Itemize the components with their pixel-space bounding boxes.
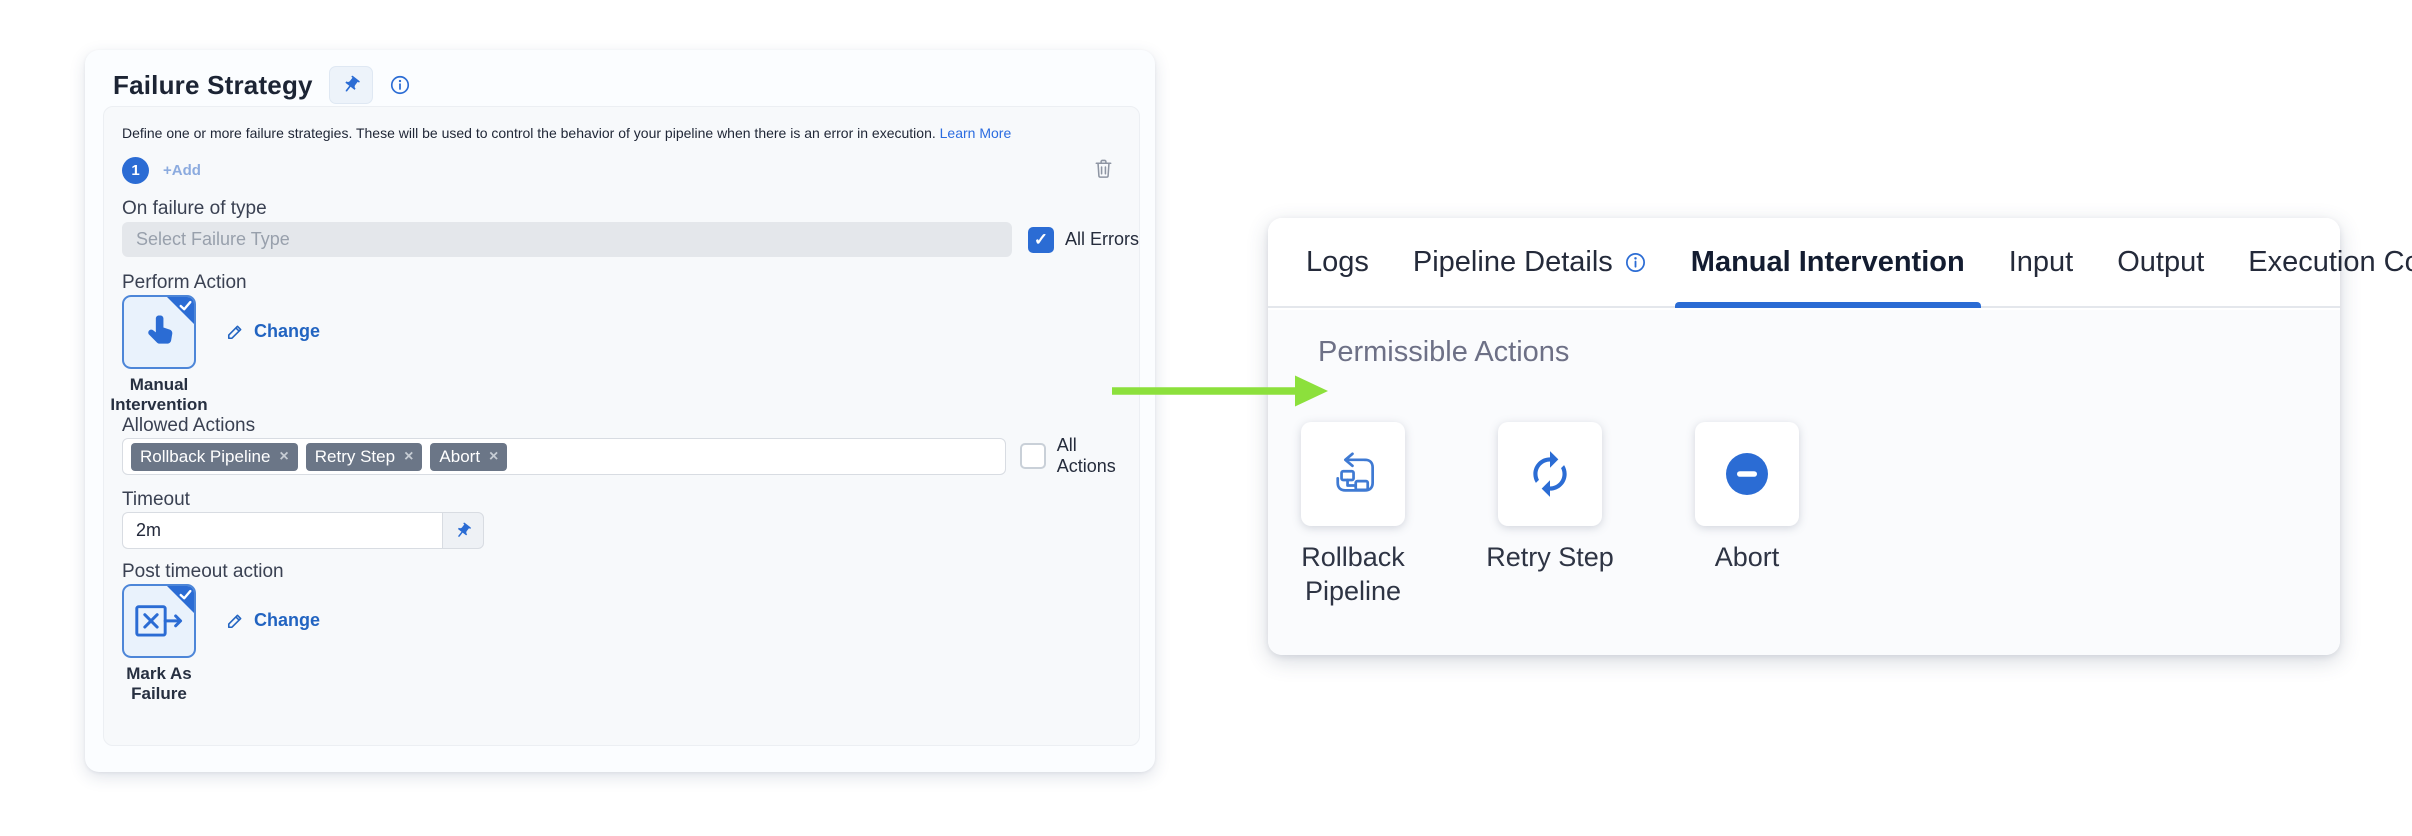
tab-output[interactable]: Output <box>2117 245 2205 278</box>
timeout-field <box>122 512 484 549</box>
action-label-retry-step: Retry Step <box>1486 542 1614 572</box>
action-card-abort[interactable] <box>1695 422 1799 526</box>
tab-manual-intervention[interactable]: Manual Intervention <box>1674 218 1981 308</box>
learn-more-link[interactable]: Learn More <box>939 125 1012 141</box>
info-icon <box>1625 252 1645 272</box>
retry-icon <box>1533 451 1567 497</box>
change-post-timeout-button[interactable]: Change <box>226 610 320 631</box>
timeout-label: Timeout <box>122 489 190 510</box>
edit-pencil-icon <box>227 325 242 340</box>
trash-icon <box>1095 159 1112 178</box>
tab-execution-context[interactable]: Execution Context <box>2248 245 2412 278</box>
tag-remove-icon[interactable]: × <box>404 447 414 465</box>
action-card-retry-step[interactable] <box>1498 422 1602 526</box>
annotation-arrow-icon <box>1112 375 1328 407</box>
action-label-abort: Abort <box>1714 542 1780 572</box>
failure-strategy-panel: Failure Strategy Define one or more fail… <box>85 50 1155 772</box>
selected-check-icon <box>179 589 192 600</box>
info-icon[interactable] <box>389 74 411 96</box>
tab-pipeline-details[interactable]: Pipeline Details <box>1413 218 1647 306</box>
all-actions-row: All Actions <box>1020 435 1139 476</box>
active-tab-indicator <box>1674 302 1981 308</box>
post-timeout-value: Mark As Failure <box>126 664 192 703</box>
hand-pointer-icon <box>148 315 173 344</box>
failure-strategy-header: Failure Strategy <box>113 64 411 106</box>
pin-icon <box>345 75 360 92</box>
pin-button[interactable] <box>328 66 373 104</box>
panel-title: Failure Strategy <box>113 69 313 100</box>
on-failure-label: On failure of type <box>122 198 267 219</box>
pin-icon <box>457 522 471 537</box>
tag-abort[interactable]: Abort × <box>430 442 508 471</box>
all-errors-label: All Errors <box>1065 229 1140 249</box>
panel-description: Define one or more failure strategies. T… <box>122 125 1012 141</box>
post-timeout-label: Post timeout action <box>122 561 284 582</box>
tag-retry-step[interactable]: Retry Step × <box>305 442 423 471</box>
all-errors-row: ✓ All Errors <box>1028 222 1139 257</box>
perform-action-value: Manual Intervention <box>110 375 208 414</box>
all-actions-label: All Actions <box>1056 434 1116 476</box>
all-actions-checkbox[interactable] <box>1020 442 1046 469</box>
failure-type-select[interactable] <box>122 222 1012 257</box>
add-strategy-button[interactable]: +Add <box>163 162 201 179</box>
perform-action-label: Perform Action <box>122 272 247 293</box>
perform-action-card[interactable] <box>122 295 196 369</box>
timeout-pin-button[interactable] <box>442 512 484 549</box>
action-card-rollback-pipeline[interactable] <box>1301 422 1405 526</box>
change-action-button[interactable]: Change <box>226 321 320 342</box>
abort-icon <box>1726 453 1768 495</box>
step-details-tabbar: Logs Pipeline Details Manual Interventio… <box>1268 218 2412 308</box>
all-errors-checkbox[interactable]: ✓ <box>1028 226 1054 253</box>
tag-remove-icon[interactable]: × <box>489 447 499 465</box>
tab-logs[interactable]: Logs <box>1306 245 1369 278</box>
mark-as-failure-icon <box>135 604 183 637</box>
timeout-input[interactable] <box>122 512 442 549</box>
edit-pencil-icon <box>227 614 242 629</box>
failure-type-input[interactable] <box>122 222 1012 257</box>
action-label-rollback-pipeline: Rollback Pipeline <box>1301 542 1405 606</box>
tab-input[interactable]: Input <box>2008 245 2074 278</box>
post-timeout-action-card[interactable] <box>122 584 196 658</box>
manual-intervention-content: Permissible Actions Rollback Pipeline <box>1268 310 2340 655</box>
failure-strategy-form: Define one or more failure strategies. T… <box>103 106 1140 746</box>
permissible-actions-heading: Permissible Actions <box>1318 336 1570 368</box>
allowed-actions-label: Allowed Actions <box>122 415 256 436</box>
step-details-panel: Logs Pipeline Details Manual Interventio… <box>1268 218 2412 655</box>
rollback-pipeline-icon <box>1336 452 1374 492</box>
strategy-index-badge[interactable]: 1 <box>122 157 149 184</box>
selected-check-icon <box>179 300 192 311</box>
tag-rollback-pipeline[interactable]: Rollback Pipeline × <box>131 442 298 471</box>
allowed-actions-field[interactable]: Rollback Pipeline × Retry Step × Abort × <box>122 438 1006 475</box>
delete-strategy-button[interactable] <box>1092 157 1115 185</box>
tag-remove-icon[interactable]: × <box>279 447 289 465</box>
